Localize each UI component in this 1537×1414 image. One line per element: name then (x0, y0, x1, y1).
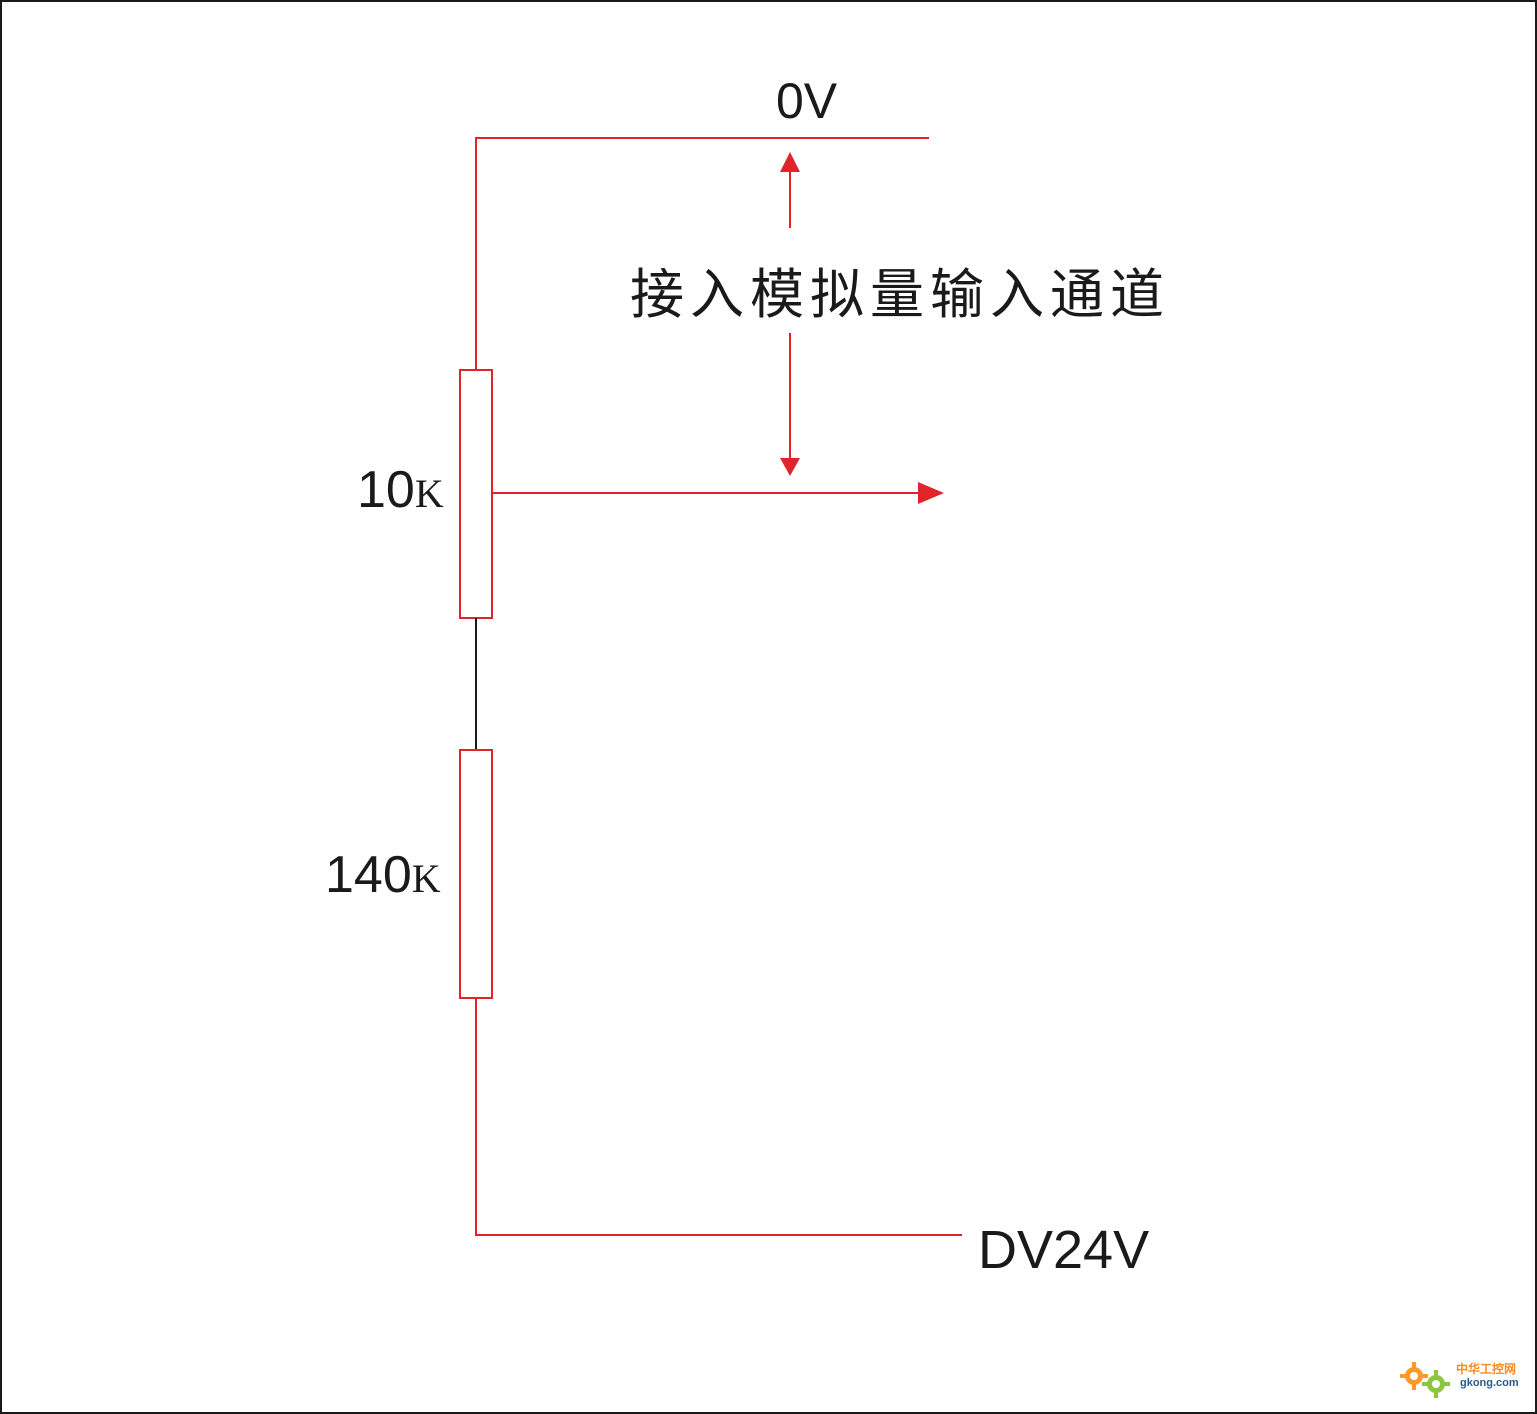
label-140k: 140K (325, 846, 441, 904)
label-dv24v: DV24V (978, 1220, 1149, 1280)
label-140k-unit: K (412, 856, 441, 901)
watermark-en: gkong.com (1460, 1377, 1519, 1389)
label-10k-unit: K (415, 471, 444, 516)
label-0v: 0V (776, 73, 838, 129)
watermark-logo: 中华工控网 gkong.com (1398, 1356, 1530, 1404)
label-note: 接入模拟量输入通道 (630, 263, 1170, 326)
resistor-140k (459, 749, 493, 999)
label-10k: 10K (357, 461, 444, 519)
label-140k-value: 140 (325, 846, 412, 904)
resistor-10k (459, 369, 493, 619)
wire-bottom (475, 998, 962, 1236)
label-10k-value: 10 (357, 461, 415, 519)
gear-icon (1400, 1362, 1450, 1398)
output-arrowhead (918, 482, 944, 504)
pointer-down-head (780, 458, 800, 476)
wire-top (475, 137, 929, 370)
pointer-up-head (780, 152, 800, 172)
watermark-cn: 中华工控网 (1456, 1362, 1517, 1376)
